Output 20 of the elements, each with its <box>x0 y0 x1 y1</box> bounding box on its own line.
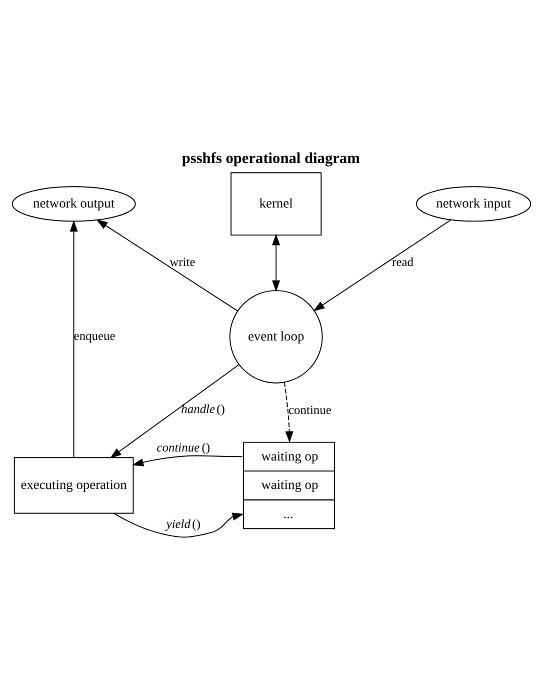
arrow <box>96 218 238 312</box>
node-ellipse: network output <box>12 186 136 222</box>
edge-label: continue() <box>156 440 210 454</box>
arrow <box>110 364 240 458</box>
arrow <box>272 233 280 292</box>
arrow <box>284 381 294 442</box>
node-ellipse: network input <box>416 186 532 222</box>
arrow <box>113 512 244 538</box>
edge-label: yield() <box>166 516 200 531</box>
edge-label: write <box>170 254 196 269</box>
edge-label: continue <box>288 402 332 416</box>
node-box: executing operation <box>14 456 134 514</box>
edge-label: handle() <box>181 401 225 416</box>
arrow <box>313 218 452 311</box>
node-box: kernel <box>230 172 322 236</box>
arrow <box>70 220 78 458</box>
diagram-title: psshfs operational diagram <box>182 149 360 166</box>
node-circle: event loop <box>229 290 323 383</box>
edge-label: read <box>392 254 414 269</box>
arrow <box>132 454 243 466</box>
